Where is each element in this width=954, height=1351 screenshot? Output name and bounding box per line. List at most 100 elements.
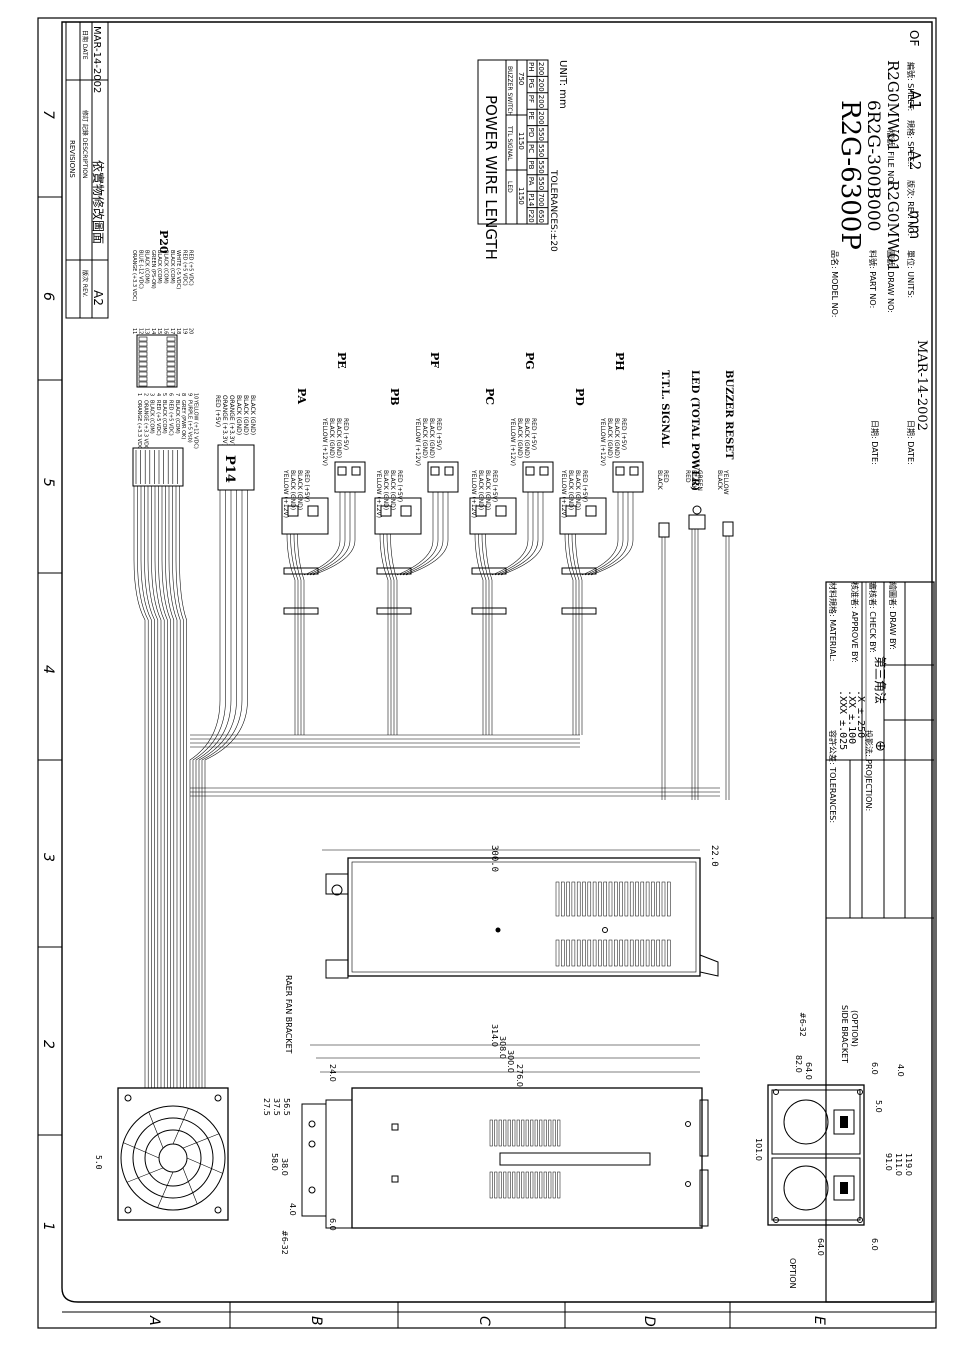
tb-part-label: 料號: PART NO: [868, 250, 878, 308]
vent-slot [614, 939, 618, 967]
fan-spoke [172, 1108, 189, 1145]
dim-27-5: 27.5 [262, 1098, 271, 1116]
zone-label: 7 [40, 110, 56, 119]
wire-label: BLACK [716, 470, 723, 491]
table-value: 700 [537, 193, 545, 206]
table-value: 650 [537, 210, 545, 223]
harness-wire [133, 486, 146, 1088]
wire-label: RED (+5V) [396, 470, 403, 502]
wire-label: BLACK (GND) [477, 470, 484, 510]
vent-slot [525, 1171, 529, 1199]
revisions-desc: 依實物修改圖面 [91, 160, 106, 244]
revisions-date: MAR-14-2002 [91, 26, 102, 93]
table-value: 200 [537, 95, 545, 108]
pin-number: 4 [155, 393, 161, 396]
table-value: 200 [537, 62, 545, 75]
vent-slot [557, 1119, 561, 1147]
wire-label: YELLOW (+12V) [414, 417, 421, 466]
zone-labels-top: 7 6 5 4 3 2 1 [40, 110, 56, 1231]
dim-6: 6.0 [328, 1218, 337, 1231]
wlt-unit: UNIT: mm [557, 60, 568, 109]
vent-slot [561, 939, 565, 967]
vent-slot [582, 881, 586, 917]
wire-label: BLACK (COM) [156, 250, 162, 284]
vent-slot [489, 1119, 493, 1147]
pin [166, 381, 176, 387]
vent-slot [507, 1119, 511, 1147]
pin [166, 351, 176, 357]
dim-4-rear: 4.0 [896, 1064, 905, 1077]
wire-label: ORANGE (+3.3 VDC) [142, 400, 148, 451]
wire-label: BLACK [690, 470, 697, 491]
wire-label: YELLOW (+12V) [470, 469, 477, 518]
zone-label: A [146, 1315, 162, 1326]
wire-label: RED (+5 VDC) [168, 400, 174, 436]
molex-pin [525, 466, 535, 476]
pin [166, 376, 176, 382]
signal-label: BUZZER RESET [723, 370, 734, 460]
pin-number: 7 [174, 393, 180, 396]
table-group-value: 750 [517, 72, 525, 85]
wire-label: BLACK (COM) [144, 250, 150, 284]
molex-pin [629, 466, 639, 476]
wire [491, 492, 529, 576]
tb-spec: A1 [906, 90, 924, 110]
vent-slot [555, 939, 560, 967]
wire-label: YELLOW (+12 VDC) [193, 399, 199, 449]
tb-fileno-label: 檔號: FILE NO: [886, 130, 896, 185]
vent-slot [530, 1119, 534, 1147]
tb-date-label: 日期: DATE: [906, 420, 915, 465]
zone-label: E [811, 1316, 827, 1325]
dim-screw: #6-32 [280, 1230, 289, 1255]
dim-6-top: 6.0 [870, 1062, 879, 1075]
wire [399, 492, 439, 576]
molex-pin [565, 505, 577, 517]
tb-projection-icon: ⊕ [872, 740, 888, 752]
vent-slot [635, 881, 639, 917]
title-block-text: 容許公差: TOLERANCES: .XXX ±.025 .XX ±.100 .… [828, 30, 929, 823]
vent-slot [489, 1171, 493, 1199]
cable-tie [561, 607, 597, 615]
wire [581, 492, 619, 576]
molex-pin [400, 505, 412, 517]
wire-label: BLACK (GND) [382, 470, 389, 510]
wire-label: BLACK (GND) [328, 418, 335, 458]
tb-sheet: OF [907, 30, 921, 46]
fan-spoke [186, 1157, 223, 1174]
wire-label: BLACK (GND) [574, 470, 581, 510]
wire-label: BLACK (GND) [613, 418, 620, 458]
vent-slot [534, 1119, 538, 1147]
vent-slot [571, 881, 576, 917]
vent-slot [555, 881, 560, 917]
wire [478, 533, 487, 735]
pin [166, 361, 176, 367]
dim-276: 276.0 [515, 1064, 524, 1087]
pin [166, 366, 176, 372]
dim-119: 119.0 [904, 1153, 913, 1176]
wire [297, 533, 305, 735]
vent-slot [571, 939, 576, 967]
vent-slot [516, 1171, 520, 1199]
tb-date-label-2: 日期: DATE: [870, 420, 879, 465]
harness-wire [201, 490, 243, 1088]
side-bracket-label: SIDE BRACKET [840, 1005, 849, 1063]
wire-label: YELLOW (+12V) [509, 417, 516, 466]
tb-drawno: R2G0MW01 [884, 180, 902, 272]
pin [138, 371, 148, 377]
harness-wire [192, 490, 226, 1088]
tb-part: 6R2G-300B000 [863, 100, 883, 231]
pin-number: 12 [137, 328, 143, 334]
vent-slot [587, 939, 592, 967]
wire-label: BLACK (GND) [484, 470, 491, 510]
vent-slot [494, 1119, 498, 1147]
wire-label: BLACK (GND) [606, 418, 613, 458]
revisions-block: REVISIONS 版次 REV. 修訂 記錄 DESCRIPTION 日期 D… [65, 21, 109, 319]
vent-slot [576, 881, 581, 917]
title-block [825, 581, 935, 1303]
wire-label: BLACK (GND) [296, 470, 303, 510]
wire [485, 533, 493, 735]
pin-number: 3 [149, 393, 155, 396]
wire-label: RED (+5V) [581, 470, 588, 502]
p20-label: P20 [157, 230, 170, 254]
vent-slot [525, 1119, 529, 1147]
